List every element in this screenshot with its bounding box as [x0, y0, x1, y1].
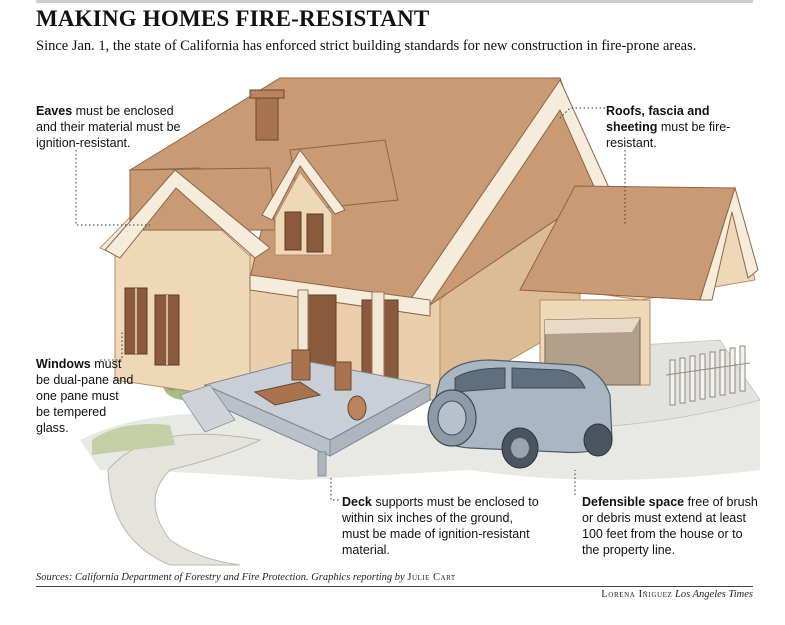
- porch: [249, 274, 431, 413]
- patio-furniture: [253, 349, 367, 421]
- callout-eaves-title: Eaves: [36, 104, 73, 118]
- suv-car: [427, 359, 613, 469]
- callout-deck-text: supports must be enclosed to within six …: [342, 495, 539, 557]
- leader-lines: [75, 107, 626, 501]
- callout-windows-title: Windows: [36, 357, 91, 371]
- sources-line: Sources: California Department of Forest…: [36, 572, 456, 583]
- top-rule: [36, 0, 753, 3]
- bottom-rule: [36, 586, 753, 587]
- chimney: [249, 89, 285, 141]
- callout-deck: Deck supports must be enclosed to within…: [342, 494, 542, 558]
- callout-defensible-title: Defensible space: [582, 495, 685, 509]
- callout-deck-title: Deck: [342, 495, 372, 509]
- callout-roofs: Roofs, fascia and sheeting must be fire-…: [606, 103, 756, 151]
- reporter-name: Julie Cart: [407, 572, 456, 583]
- page-title: MAKING HOMES FIRE-RESISTANT: [36, 6, 430, 31]
- picket-fence: [665, 345, 751, 406]
- garage: [519, 185, 759, 386]
- callout-eaves-text: must be enclosed and their material must…: [36, 104, 181, 150]
- callout-defensible-text: free of brush or debris must extend at l…: [582, 495, 758, 557]
- callout-windows-text: must be dual-pane and one pane must be t…: [36, 357, 134, 435]
- callout-eaves: Eaves must be enclosed and their materia…: [36, 103, 196, 151]
- page-subtitle: Since Jan. 1, the state of California ha…: [36, 38, 697, 54]
- callout-windows: Windows must be dual-pane and one pane m…: [36, 356, 136, 436]
- callout-defensible-space: Defensible space free of brush or debris…: [582, 494, 762, 558]
- graphic-credit: Lorena Iñiguez Los Angeles Times: [601, 589, 753, 600]
- outlet-name: Los Angeles Times: [675, 589, 753, 600]
- deck: [179, 359, 432, 477]
- artist-name: Lorena Iñiguez: [601, 589, 673, 600]
- sources-text: Sources: California Department of Forest…: [36, 572, 408, 583]
- callout-roofs-text: must be fire-resistant.: [606, 120, 731, 150]
- callout-roofs-title: Roofs, fascia and sheeting: [606, 104, 710, 134]
- dormer: [261, 139, 399, 256]
